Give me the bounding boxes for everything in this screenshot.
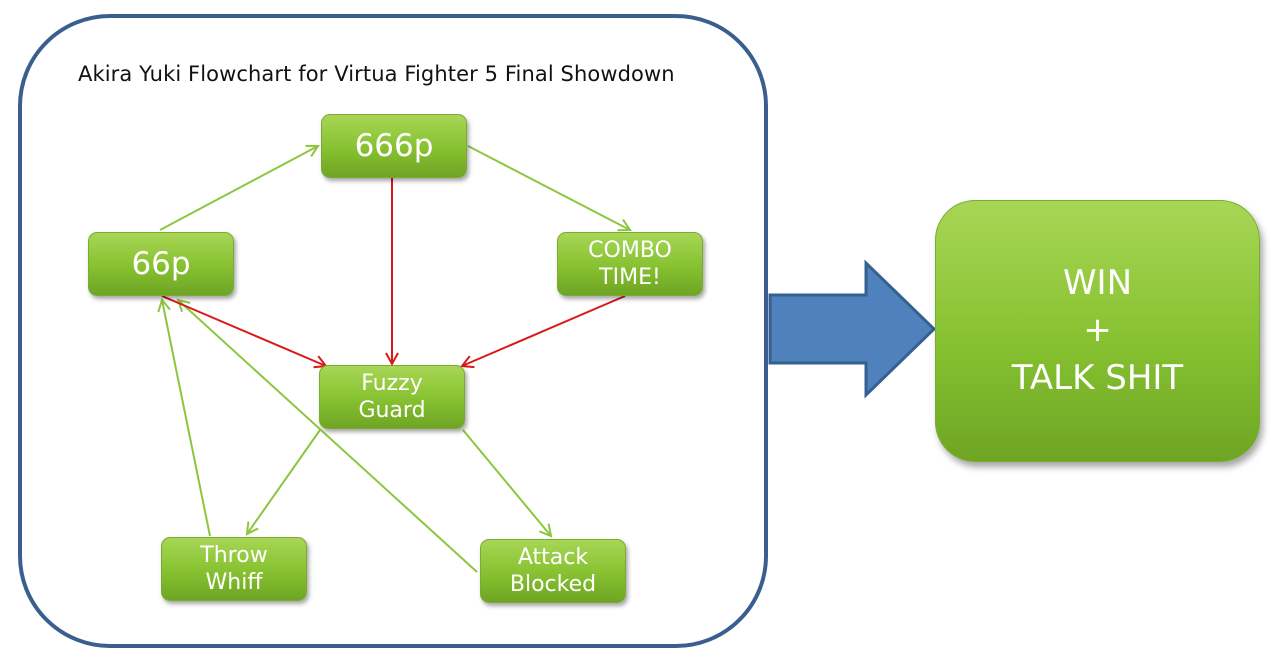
arrow-66p-to-666p bbox=[159, 146, 318, 231]
node-throw-whiff: Throw Whiff bbox=[161, 537, 307, 601]
node-win-talk: WIN + TALK SHIT bbox=[935, 200, 1260, 462]
big-right-arrow bbox=[768, 259, 937, 399]
arrow-attack-to-66p bbox=[178, 300, 478, 573]
arrow-fuzzy-to-throw bbox=[247, 429, 321, 534]
node-attack-blocked: Attack Blocked bbox=[480, 539, 626, 603]
node-666p: 666p bbox=[321, 114, 467, 178]
node-66p: 66p bbox=[88, 232, 234, 296]
arrow-combo-to-fuzzy bbox=[462, 295, 626, 366]
arrow-fuzzy-to-attack bbox=[462, 429, 551, 536]
node-fuzzy-guard: Fuzzy Guard bbox=[319, 365, 465, 429]
flowchart-title: Akira Yuki Flowchart for Virtua Fighter … bbox=[78, 62, 675, 86]
arrow-throw-to-66p bbox=[162, 300, 211, 537]
arrow-666p-to-combo bbox=[467, 145, 630, 230]
node-combo-time: COMBO TIME! bbox=[557, 232, 703, 296]
arrow-66p-to-fuzzy bbox=[161, 295, 326, 366]
